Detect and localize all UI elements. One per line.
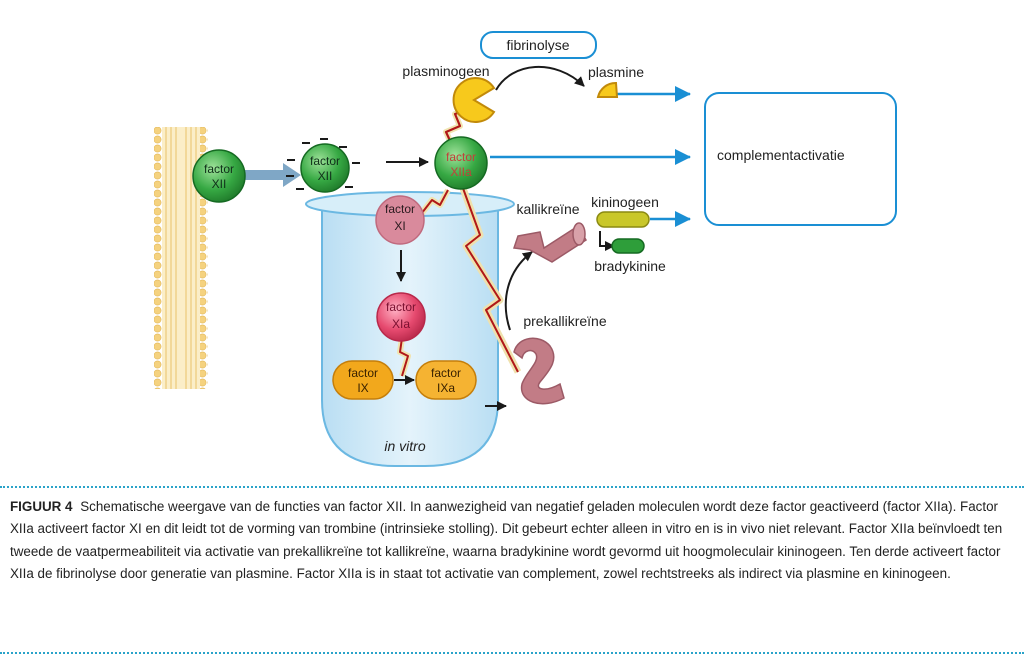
plasminogeen-arrow	[495, 65, 585, 91]
charged-factor-line2: XII	[318, 169, 333, 183]
charged-factor-line1: factor	[310, 154, 340, 168]
kallikreine: kallikreïne	[512, 201, 588, 263]
fibrinolyse-box: fibrinolyse	[480, 31, 597, 59]
complement-box: complementactivatie	[704, 92, 897, 226]
figure-caption: FIGUUR 4 Schematische weergave van de fu…	[10, 496, 1014, 586]
factor-xia-line1: factor	[386, 300, 416, 314]
kininogeen-label: kininogeen	[591, 194, 659, 210]
caption-text: Schematische weergave van de functies va…	[10, 499, 1003, 582]
factor-xiia-line1: factor	[446, 150, 476, 164]
plasmine: plasmine	[588, 64, 644, 98]
membrane-factor-line2: XII	[212, 177, 227, 191]
plasminogeen-label: plasminogeen	[402, 63, 489, 79]
in-vitro-label: in vitro	[384, 438, 425, 454]
diagram-canvas: in vitro fibrinolyse complementactivatie	[154, 31, 897, 467]
complement-label: complementactivatie	[717, 147, 845, 163]
caption-lead: FIGUUR 4	[10, 499, 73, 514]
kininogeen: kininogeen	[591, 194, 659, 228]
prekallikreine: prekallikreïne	[513, 313, 607, 405]
negative-charges	[286, 138, 360, 190]
factor-xi-line1: factor	[385, 202, 415, 216]
factor-xiia: factor XIIa	[434, 136, 488, 190]
charged-factor-xii: factor XII	[286, 138, 360, 193]
factor-xi-line2: XI	[394, 219, 405, 233]
factor-xi: factor XI	[375, 195, 425, 245]
black-arrows	[386, 65, 615, 411]
kallikreine-label: kallikreïne	[516, 201, 579, 217]
factor-xia-line2: XIa	[392, 317, 410, 331]
membrane-factor-line1: factor	[204, 162, 234, 176]
activation-bolts	[397, 102, 522, 377]
plasmine-label: plasmine	[588, 64, 644, 80]
factor-ix-line1: factor	[348, 366, 378, 380]
bradykinine-label: bradykinine	[594, 258, 666, 274]
caption-bottom-divider	[0, 652, 1024, 654]
bradykinine-release-arrow	[599, 231, 615, 251]
caption-top-divider	[0, 486, 1024, 488]
factor-xiia-line2: XIIa	[450, 165, 472, 179]
factor-xia: factor XIa	[376, 292, 426, 342]
prekallikreine-arrow	[504, 251, 533, 331]
membrane-factor-xii: factor XII	[192, 149, 246, 203]
plasminogeen: plasminogeen	[402, 63, 496, 123]
factor-ixa-line1: factor	[431, 366, 461, 380]
factor-ixa: factor IXa	[415, 360, 477, 400]
factor-ix: factor IX	[332, 360, 394, 400]
factor-ix-line2: IX	[357, 381, 368, 395]
factor-ixa-line2: IXa	[437, 381, 455, 395]
fibrinolyse-label: fibrinolyse	[506, 37, 569, 53]
factor-xii-diagram: in vitro fibrinolyse complementactivatie	[154, 31, 897, 467]
bradykinine: bradykinine	[594, 238, 666, 274]
prekallikreine-label: prekallikreïne	[523, 313, 606, 329]
